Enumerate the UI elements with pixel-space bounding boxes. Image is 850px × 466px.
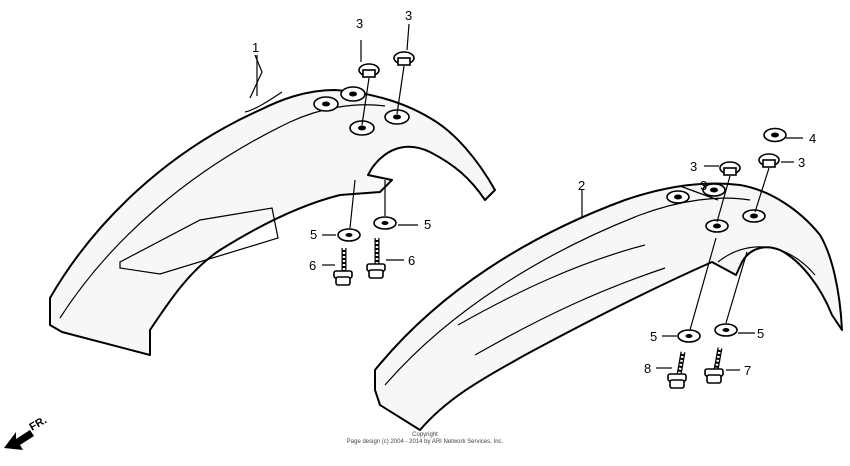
callout-3-right-a: 3: [690, 159, 697, 174]
leader-lines: [256, 23, 803, 371]
callout-5-left-a: 5: [310, 227, 317, 242]
grommet-3-left-a: [358, 63, 380, 78]
fender-2: [374, 182, 843, 431]
fender-2-mount-holes: [666, 183, 766, 233]
washer-5-right-b: [714, 323, 738, 337]
washer-4: [763, 127, 787, 143]
callout-1: 1: [252, 40, 259, 55]
grommet-3-left-b: [393, 51, 415, 66]
callout-5-right-a: 5: [650, 329, 657, 344]
callout-6-left-b: 6: [408, 253, 415, 268]
callout-7: 7: [744, 363, 751, 378]
callout-3-right-c: 3: [700, 178, 707, 193]
washer-5-right-a: [677, 329, 701, 343]
callout-3-left-a: 3: [356, 16, 363, 31]
callout-3-left-b: 3: [405, 8, 412, 23]
fender-1: [49, 54, 496, 356]
grommet-3-right-b: [758, 153, 780, 168]
bolt-6-left-b: [366, 238, 386, 279]
washer-5-left-b: [373, 216, 397, 230]
bolt-6-left-a: [333, 248, 353, 286]
copyright-line-1: Copyright: [412, 432, 438, 438]
fender-1-mount-holes: [313, 86, 410, 136]
callout-3-right-b: 3: [798, 155, 805, 170]
callout-2: 2: [578, 178, 585, 193]
callout-6-left-a: 6: [309, 258, 316, 273]
copyright-line-2: Page design (c) 2004 - 2014 by ARI Netwo…: [346, 439, 504, 445]
callout-5-right-b: 5: [757, 326, 764, 341]
bolt-8: [667, 351, 687, 389]
front-direction-arrow-icon: [4, 430, 34, 450]
washer-5-left-a: [337, 228, 361, 242]
bolt-7: [704, 347, 724, 384]
grommet-3-right-a: [719, 161, 741, 176]
callout-8: 8: [644, 361, 651, 376]
callout-5-left-b: 5: [424, 217, 431, 232]
callout-4: 4: [809, 131, 816, 146]
direction-label: FR.: [28, 414, 49, 433]
